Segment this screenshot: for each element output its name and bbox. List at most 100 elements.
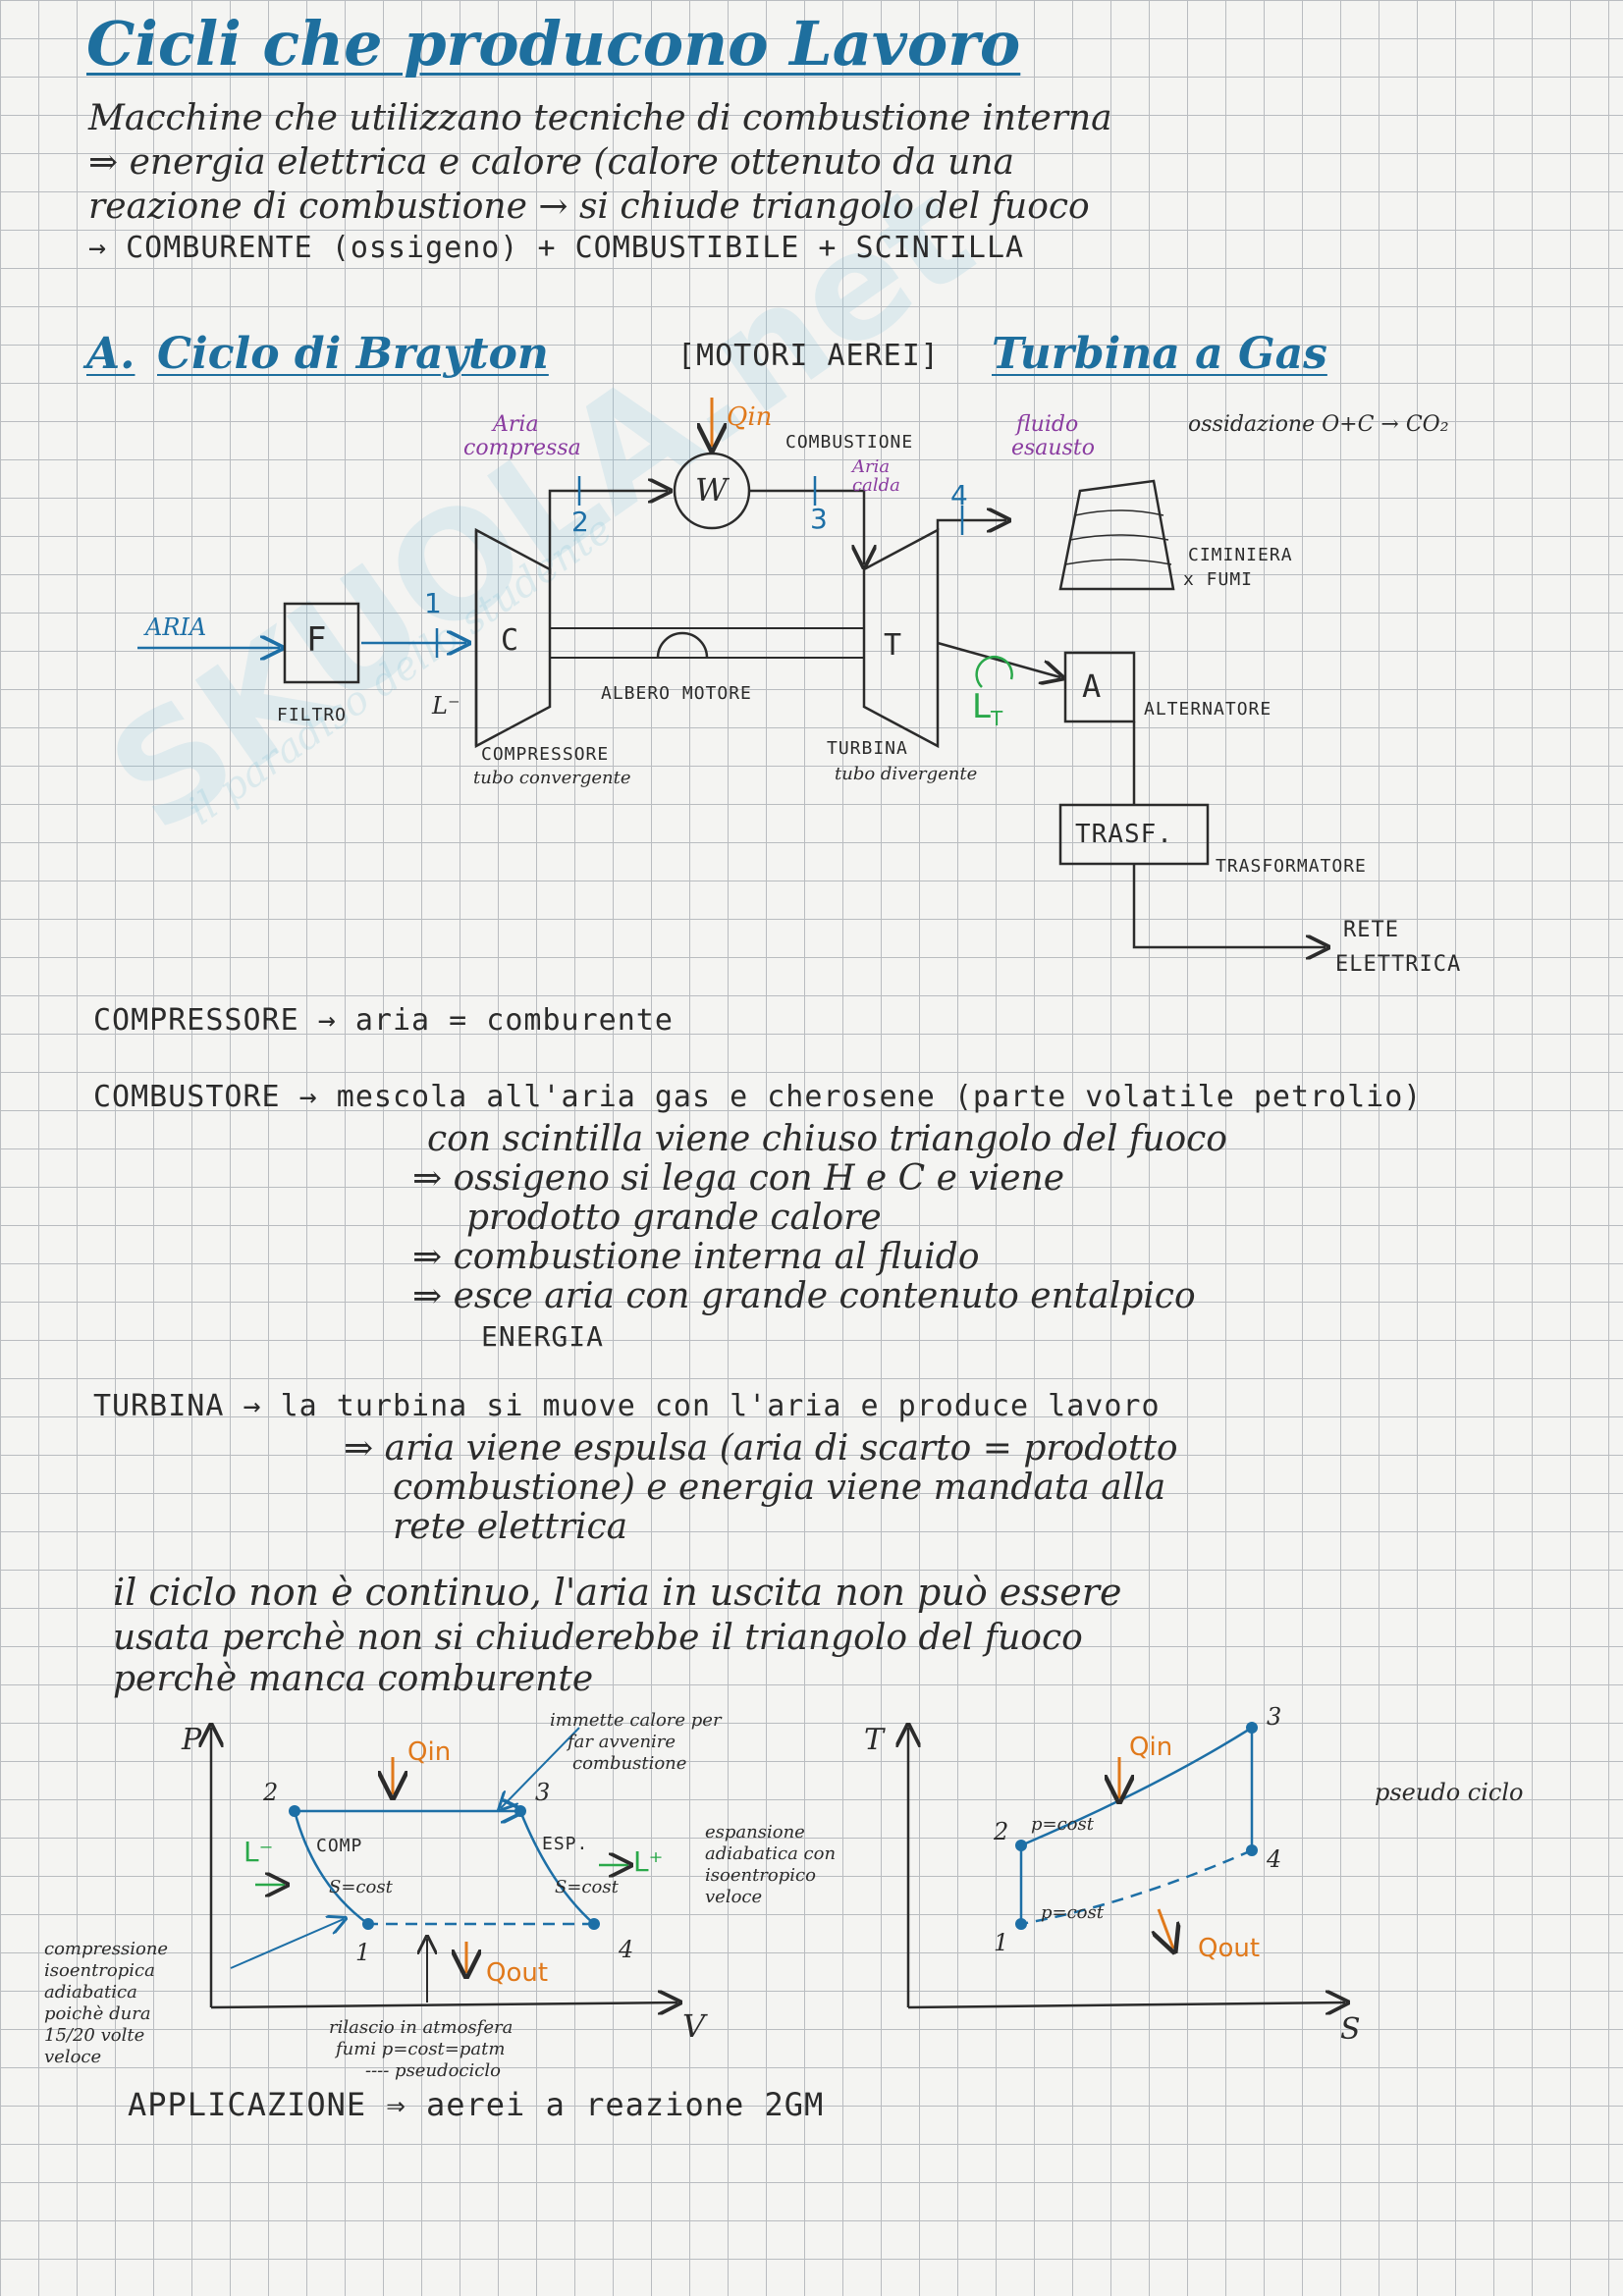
label-compressore: COMPRESSORE xyxy=(481,744,610,765)
ts-point-1 xyxy=(1015,1918,1027,1930)
ts-point-4-label: 4 xyxy=(1267,1845,1282,1873)
label-turbina: TURBINA xyxy=(827,738,908,759)
ts-point-3 xyxy=(1246,1722,1258,1734)
ts-pseudo-label: pseudo ciclo xyxy=(1375,1779,1524,1806)
note-turbina-2: ⇒ aria viene espulsa (aria di scarto = p… xyxy=(344,1428,1178,1468)
pv-s-cost-1: S=cost xyxy=(329,1877,393,1897)
ts-qin-label: Qin xyxy=(1129,1733,1173,1762)
label-fumi: x FUMI xyxy=(1183,569,1254,590)
turbine-box-label: T xyxy=(884,628,903,663)
ts-p-cost-bottom: p=cost xyxy=(1041,1902,1104,1923)
section-a-title: Ciclo di Brayton xyxy=(157,329,549,379)
pv-l-minus-label: L⁻ xyxy=(243,1836,274,1868)
label-ciminiera: CIMINIERA xyxy=(1188,545,1293,565)
note-combustore-4: prodotto grande calore xyxy=(466,1198,882,1238)
pv-rilascio-3: ---- pseudociclo xyxy=(365,2060,501,2081)
label-aria: Aria xyxy=(493,412,539,437)
pv-immissione-3: combustione xyxy=(572,1753,687,1774)
label-filtro: FILTRO xyxy=(277,705,348,725)
page-title: Cicli che producono Lavoro xyxy=(86,8,1021,80)
transformer-box-label: TRASF. xyxy=(1075,820,1173,849)
label-albero: ALBERO MOTORE xyxy=(601,683,752,704)
pv-line-3-4 xyxy=(518,1810,595,1925)
note-turbina: TURBINA → la turbina si muove con l'aria… xyxy=(93,1389,1161,1423)
pv-compressione-5: 15/20 volte xyxy=(44,2025,145,2046)
note-ciclo-3: perchè manca comburente xyxy=(113,1659,594,1699)
label-alternatore: ALTERNATORE xyxy=(1144,699,1272,720)
note-applicazione: APPLICAZIONE ⇒ aerei a reazione 2GM xyxy=(128,2086,825,2123)
pv-axes xyxy=(211,1728,677,2007)
note-combustore-6: ⇒ esce aria con grande contenuto entalpi… xyxy=(412,1276,1196,1316)
pv-compressione-6: veloce xyxy=(44,2047,102,2067)
point-1: 1 xyxy=(424,587,442,619)
pv-point-4 xyxy=(588,1918,600,1930)
filter-box xyxy=(283,602,360,684)
pv-point-3-label: 3 xyxy=(535,1779,551,1806)
lt-rotation-icon xyxy=(975,655,1013,688)
note-compressore: COMPRESSORE → aria = comburente xyxy=(93,1003,674,1038)
label-elettrica: ELETTRICA xyxy=(1335,952,1462,977)
pv-s-cost-2: S=cost xyxy=(555,1877,619,1897)
point-2: 2 xyxy=(571,506,589,538)
ts-point-1-label: 1 xyxy=(994,1929,1009,1956)
pv-espansione-2: adiabatica con xyxy=(705,1843,837,1864)
pv-qin-label: Qin xyxy=(407,1737,452,1767)
label-compressa: compressa xyxy=(463,436,581,460)
ts-point-4 xyxy=(1246,1844,1258,1856)
pv-rilascio-2: fumi p=cost=patm xyxy=(336,2039,506,2059)
ts-point-2-label: 2 xyxy=(994,1818,1009,1845)
pv-comp-label: COMP xyxy=(316,1836,363,1856)
label-fluido: fluido xyxy=(1016,412,1079,437)
ts-point-3-label: 3 xyxy=(1267,1703,1282,1731)
turbine-shape xyxy=(862,527,940,749)
pv-immissione-1: immette calore per xyxy=(550,1710,722,1731)
pv-compressione-1: compressione xyxy=(44,1939,169,1959)
ts-axes xyxy=(908,1728,1345,2007)
pv-line-1-2 xyxy=(293,1810,369,1926)
intro-line-4: → COMBURENTE (ossigeno) + COMBUSTIBILE +… xyxy=(88,231,1025,265)
filter-box-label: F xyxy=(306,620,328,660)
label-tubo-convergente: tubo convergente xyxy=(473,768,631,788)
ts-x-axis-label: S xyxy=(1340,2012,1361,2047)
label-qin-diagram: Qin xyxy=(727,402,773,432)
pv-espansione-1: espansione xyxy=(705,1822,805,1842)
intro-line-2: ⇒ energia elettrica e calore (calore ott… xyxy=(88,142,1014,183)
pv-point-4-label: 4 xyxy=(619,1936,634,1963)
pv-point-2 xyxy=(289,1805,300,1817)
ts-cycle xyxy=(1015,1722,1258,1949)
intro-line-3: reazione di combustione → si chiude tria… xyxy=(88,187,1090,227)
pv-x-axis-label: V xyxy=(682,2007,706,2045)
label-aria-calda-1: Aria xyxy=(852,456,891,477)
pv-cycle xyxy=(230,1727,628,2002)
alternator-box-label: A xyxy=(1082,667,1103,705)
pv-y-axis-label: P xyxy=(182,1723,202,1757)
pv-qout-label: Qout xyxy=(486,1958,549,1988)
label-aria-in: ARIA xyxy=(145,614,207,641)
note-combustore-3: ⇒ ossigeno si lega con H e C e viene xyxy=(412,1158,1065,1199)
point-3: 3 xyxy=(810,503,828,535)
note-ciclo-2: usata perchè non si chiuderebbe il trian… xyxy=(113,1618,1083,1658)
pv-compressione-4: poichè dura xyxy=(44,2003,151,2024)
note-ciclo-1: il ciclo non è continuo, l'aria in uscit… xyxy=(113,1571,1122,1614)
chimney xyxy=(1058,479,1175,591)
ts-line-2-3 xyxy=(1020,1726,1253,1847)
ts-y-axis-label: T xyxy=(864,1723,885,1757)
pv-immissione-2: far avvenire xyxy=(568,1732,676,1752)
pv-esp-label: ESP. xyxy=(542,1834,589,1854)
note-combustore-2: con scintilla viene chiuso triangolo del… xyxy=(427,1119,1227,1159)
shaft-rotation-icon xyxy=(656,631,709,659)
pv-compressione-3: adiabatica xyxy=(44,1982,137,2002)
label-trasformatore: TRASFORMATORE xyxy=(1216,856,1367,877)
label-combustione: COMBUSTIONE xyxy=(785,432,914,453)
label-ossidazione: ossidazione O+C → CO₂ xyxy=(1188,412,1449,437)
label-tubo-divergente: tubo divergente xyxy=(835,764,978,784)
note-turbina-3: combustione) e energia viene mandata all… xyxy=(393,1468,1166,1508)
pv-compressione-2: isoentropica xyxy=(44,1960,155,1981)
note-combustore: COMBUSTORE → mescola all'aria gas e cher… xyxy=(93,1080,1423,1114)
ts-point-2 xyxy=(1015,1840,1027,1851)
label-aria-calda-2: calda xyxy=(852,475,900,496)
section-a-title2: Turbina a Gas xyxy=(992,329,1327,379)
brayton-diagram xyxy=(137,398,1623,1031)
ts-qout-label: Qout xyxy=(1198,1934,1261,1963)
label-l-minus: L⁻ xyxy=(432,692,460,720)
